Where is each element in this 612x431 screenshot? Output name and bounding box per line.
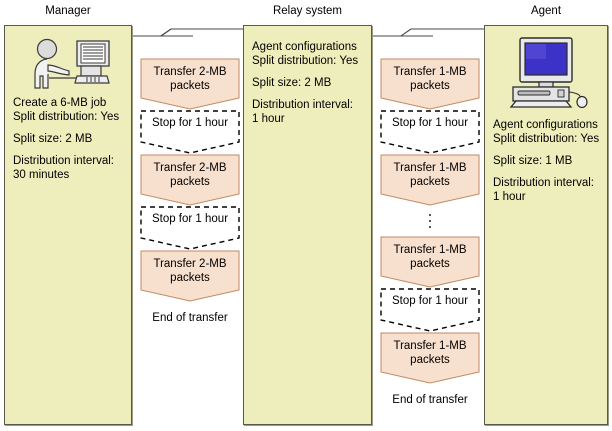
stop-shape-icon	[140, 110, 240, 154]
flow-step-transfer[interactable]: Transfer 1-MB packets	[380, 236, 480, 288]
flow-step-label-2: packets	[170, 176, 210, 188]
manager-panel: Create a 6-MB job Split distribution: Ye…	[4, 25, 132, 425]
flow-step-transfer[interactable]: Transfer 2-MB packets	[140, 250, 240, 302]
transfer-arrow-icon	[140, 154, 240, 206]
transfer-arrow-icon	[380, 58, 480, 110]
flow-step-label: Stop for 1 hour	[151, 213, 229, 225]
flow-step-transfer[interactable]: Transfer 1-MB packets	[380, 332, 480, 384]
person-at-computer-icon	[25, 38, 117, 97]
transfer-arrow-icon	[380, 236, 480, 288]
transfer-arrow-icon	[140, 58, 240, 110]
transfer-arrow-icon	[380, 154, 480, 206]
connector-manager-to-relay	[131, 27, 244, 45]
ellipsis-dot	[429, 214, 431, 216]
flow-step-label: Transfer 1-MB	[393, 162, 467, 174]
flow-step-label-2: packets	[410, 258, 450, 270]
flow-step-label: Transfer 1-MB	[393, 340, 467, 352]
agent-text-line-1: Agent configurations	[493, 119, 598, 131]
agent-text-line-3: Split size: 1 MB	[493, 155, 573, 167]
relay-system-panel: Agent configurations Split distribution:…	[243, 25, 372, 425]
transfer-arrow-icon	[380, 332, 480, 384]
manager-panel-text: Create a 6-MB job Split distribution: Ye…	[13, 96, 125, 182]
manager-text-line-1: Create a 6-MB job	[13, 97, 107, 109]
end-of-transfer-note: End of transfer	[152, 312, 228, 324]
flow-step-label: Transfer 2-MB	[153, 66, 227, 78]
relay-text-line-3: Split size: 2 MB	[252, 77, 332, 89]
column-title-manager: Manager	[45, 5, 91, 17]
flow-step-label: Stop for 1 hour	[391, 117, 469, 129]
manager-text-line-5: 30 minutes	[13, 169, 70, 181]
flow-step-label-2: packets	[410, 354, 450, 366]
ellipsis-dot	[429, 220, 431, 222]
column-title-relay-system: Relay system	[272, 5, 343, 17]
manager-text-line-2: Split distribution: Yes	[13, 111, 120, 123]
flow-step-stop[interactable]: Stop for 1 hour	[140, 206, 240, 250]
manager-text-line-4: Distribution interval:	[13, 155, 114, 167]
flow-step-stop[interactable]: Stop for 1 hour	[380, 110, 480, 154]
flow-step-label: Transfer 1-MB	[393, 66, 467, 78]
flow-step-label-2: packets	[170, 272, 210, 284]
end-of-transfer-note: End of transfer	[392, 394, 468, 406]
agent-panel: Agent configurations Split distribution:…	[484, 25, 608, 425]
stop-shape-icon	[140, 206, 240, 250]
column-title-agent: Agent	[530, 5, 562, 17]
relay-panel-text: Agent configurations Split distribution:…	[252, 40, 365, 126]
flow-step-label: Transfer 2-MB	[153, 258, 227, 270]
connector-break-icon	[131, 28, 244, 37]
stop-shape-icon	[380, 288, 480, 332]
transfer-arrow-icon	[140, 250, 240, 302]
desktop-computer-icon	[509, 36, 593, 111]
connector-relay-to-agent	[371, 27, 485, 45]
flow-step-label: Stop for 1 hour	[151, 117, 229, 129]
relay-text-line-5: 1 hour	[252, 113, 285, 125]
agent-text-line-2: Split distribution: Yes	[493, 133, 600, 145]
stop-shape-icon	[380, 110, 480, 154]
flow-step-label-2: packets	[410, 80, 450, 92]
ellipsis-dot	[429, 226, 431, 228]
flow-ellipsis	[380, 206, 480, 236]
agent-panel-text: Agent configurations Split distribution:…	[493, 118, 601, 204]
flow-step-stop[interactable]: Stop for 1 hour	[140, 110, 240, 154]
flow-step-label: Transfer 2-MB	[153, 162, 227, 174]
flow-step-transfer[interactable]: Transfer 2-MB packets	[140, 154, 240, 206]
agent-text-line-5: 1 hour	[493, 191, 526, 203]
connector-break-icon-2	[371, 28, 485, 37]
manager-text-line-3: Split size: 2 MB	[13, 133, 93, 145]
flow-step-label-2: packets	[410, 176, 450, 188]
flow-step-transfer[interactable]: Transfer 2-MB packets	[140, 58, 240, 110]
agent-text-line-4: Distribution interval:	[493, 177, 594, 189]
flow-step-label: Stop for 1 hour	[391, 295, 469, 307]
flow-step-label-2: packets	[170, 80, 210, 92]
flow-step-transfer[interactable]: Transfer 1-MB packets	[380, 58, 480, 110]
relay-text-line-4: Distribution interval:	[252, 99, 353, 111]
flow-step-stop[interactable]: Stop for 1 hour	[380, 288, 480, 332]
relay-text-line-1: Agent configurations	[252, 41, 357, 53]
relay-text-line-2: Split distribution: Yes	[252, 55, 359, 67]
flow-step-label: Transfer 1-MB	[393, 244, 467, 256]
flow-step-transfer[interactable]: Transfer 1-MB packets	[380, 154, 480, 206]
